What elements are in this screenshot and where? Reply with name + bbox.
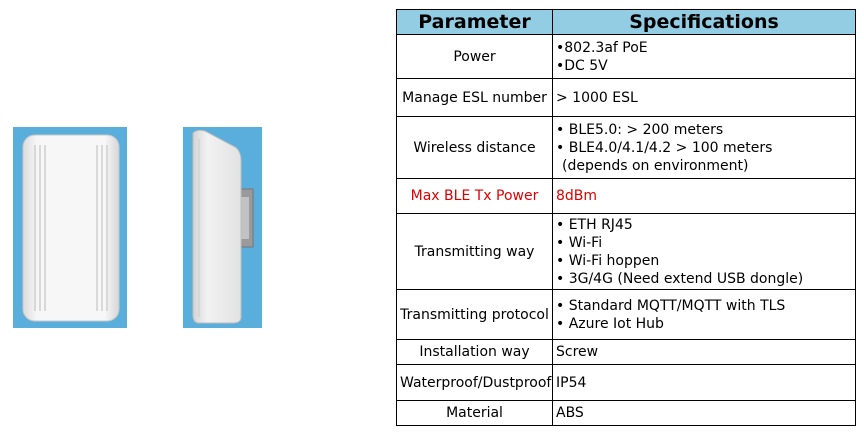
param-installation-way: Installation way	[396, 339, 553, 365]
spec-item: • 3G/4G (Need extend USB dongle)	[556, 270, 804, 287]
header-parameter: Parameter	[396, 9, 553, 35]
spec-item: • BLE5.0: > 200 meters	[556, 121, 724, 138]
param-material: Material	[396, 400, 553, 426]
device-side-image	[192, 129, 254, 324]
table-header-row: Parameter Specifications	[396, 9, 856, 35]
device-front-photo	[13, 127, 127, 328]
specifications-table: Parameter Specifications Power •802.3af …	[396, 9, 856, 426]
table-row: Manage ESL number > 1000 ESL	[396, 78, 856, 117]
spec-manage-esl: > 1000 ESL	[552, 78, 856, 117]
spec-item: > 1000 ESL	[556, 89, 638, 106]
table-row: Transmitting protocol • Standard MQTT/MQ…	[396, 289, 856, 340]
spec-item: •802.3af PoE	[556, 39, 648, 56]
device-front-image	[22, 134, 120, 322]
spec-item: • Wi-Fi hoppen	[556, 252, 660, 269]
table-row: Transmitting way • ETH RJ45 • Wi-Fi • Wi…	[396, 213, 856, 290]
spec-item: ABS	[556, 405, 584, 421]
spec-item: • Wi-Fi	[556, 234, 603, 251]
table-row: Power •802.3af PoE •DC 5V	[396, 34, 856, 79]
spec-item: • BLE4.0/4.1/4.2 > 100 meters	[556, 139, 773, 156]
device-side-photo	[183, 127, 262, 328]
spec-item: Screw	[556, 344, 599, 360]
spec-item: • Standard MQTT/MQTT with TLS	[556, 297, 786, 314]
spec-max-ble-tx-power: 8dBm	[552, 178, 856, 214]
spec-item: 8dBm	[556, 188, 598, 204]
spec-item: • Azure Iot Hub	[556, 315, 664, 332]
spec-wireless-distance: • BLE5.0: > 200 meters • BLE4.0/4.1/4.2 …	[552, 116, 856, 179]
param-transmitting-protocol: Transmitting protocol	[396, 289, 553, 340]
table-row: Max BLE Tx Power 8dBm	[396, 178, 856, 214]
table-row: Waterproof/Dustproof IP54	[396, 364, 856, 401]
spec-item: • ETH RJ45	[556, 216, 633, 233]
param-max-ble-tx-power: Max BLE Tx Power	[396, 178, 553, 214]
spec-material: ABS	[552, 400, 856, 426]
spec-waterproof-dustproof: IP54	[552, 364, 856, 401]
spec-power: •802.3af PoE •DC 5V	[552, 34, 856, 79]
param-waterproof-dustproof: Waterproof/Dustproof	[396, 364, 553, 401]
spec-transmitting-way: • ETH RJ45 • Wi-Fi • Wi-Fi hoppen • 3G/4…	[552, 213, 856, 290]
table-row: Installation way Screw	[396, 339, 856, 365]
spec-item: (depends on environment)	[562, 157, 749, 174]
param-manage-esl: Manage ESL number	[396, 78, 553, 117]
spec-item: IP54	[556, 374, 587, 391]
spec-item: •DC 5V	[556, 57, 608, 74]
param-wireless-distance: Wireless distance	[396, 116, 553, 179]
param-transmitting-way: Transmitting way	[396, 213, 553, 290]
spec-transmitting-protocol: • Standard MQTT/MQTT with TLS • Azure Io…	[552, 289, 856, 340]
header-specifications: Specifications	[552, 9, 856, 35]
table-row: Wireless distance • BLE5.0: > 200 meters…	[396, 116, 856, 179]
spec-installation-way: Screw	[552, 339, 856, 365]
param-power: Power	[396, 34, 553, 79]
table-row: Material ABS	[396, 400, 856, 426]
